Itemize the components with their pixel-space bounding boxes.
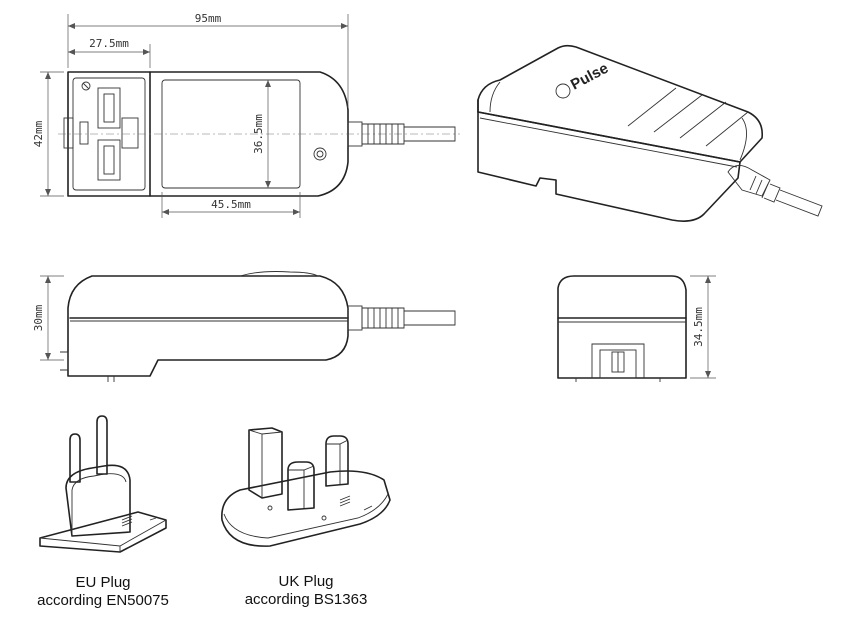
dimension-end-height: 34.5mm	[692, 307, 705, 347]
dimension-plug-section: 27.5mm	[89, 37, 129, 50]
eu-plug-drawing	[39, 415, 167, 553]
pulse-logo: Pulse	[555, 60, 611, 99]
dimension-overall-length: 95mm	[195, 12, 222, 25]
uk-plug-caption-standard: according BS1363	[245, 591, 368, 608]
isometric-view: Pulse	[477, 44, 823, 222]
uk-plug-drawing	[221, 427, 391, 547]
dimension-side-height: 30mm	[32, 304, 45, 331]
dimension-label-width: 45.5mm	[211, 198, 251, 211]
top-view: 95mm 27.5mm 42mm 36.5mm 45.5mm	[32, 12, 460, 218]
dimension-height-top: 42mm	[32, 120, 45, 147]
pulse-logo-text: Pulse	[568, 60, 611, 94]
eu-plug-caption-title: EU Plug	[75, 574, 130, 591]
dimension-label-height: 36.5mm	[252, 114, 265, 154]
uk-plug-caption-title: UK Plug	[278, 573, 333, 590]
end-view: 34.5mm	[557, 275, 716, 382]
eu-plug-caption-standard: according EN50075	[37, 592, 169, 609]
side-view: 30mm	[32, 271, 456, 382]
